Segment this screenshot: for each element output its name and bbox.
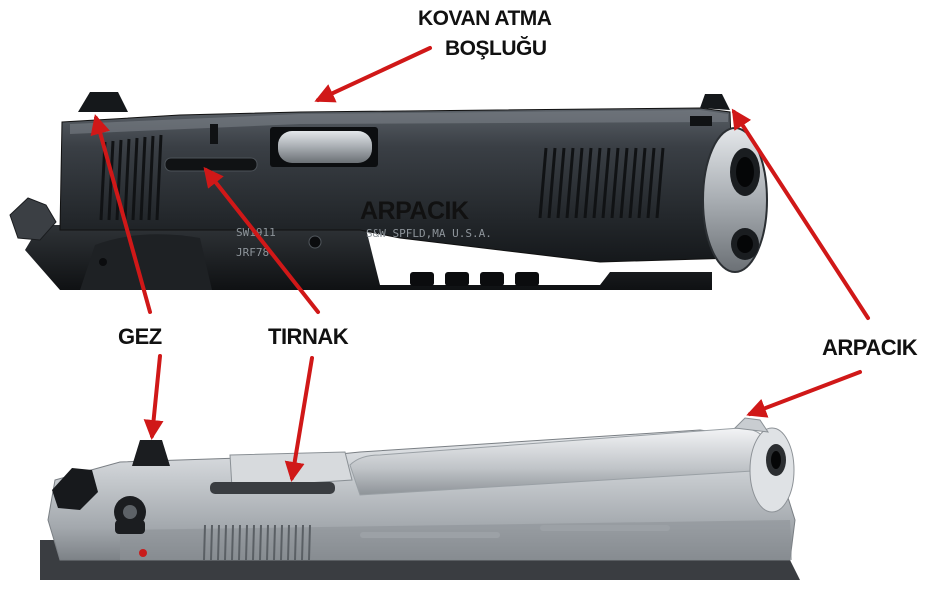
label-gez: GEZ [118, 324, 162, 349]
top-pistol-front-sight [700, 94, 730, 110]
top-pistol-grip [80, 234, 212, 290]
label-tirnak: TIRNAK [268, 324, 349, 349]
callout-arrows [90, 46, 870, 482]
bottom-pistol-front-sight [733, 417, 770, 433]
bottom-pistol-hammer [52, 468, 98, 510]
top-pistol-engraving-serial: JRF78 [236, 246, 269, 259]
bottom-pistol-rear-sight [132, 440, 170, 466]
arrow-tirnak-top [203, 166, 320, 314]
arrow-arpacik-top [731, 108, 870, 320]
label-arpacik-on-slide: ARPACIK [360, 197, 469, 225]
arrow-gez-bottom [143, 354, 164, 440]
arrow-arpacik-bottom [746, 370, 862, 418]
top-pistol-hammer [9, 197, 57, 241]
label-ejection-port-line1: KOVAN ATMA [418, 7, 552, 30]
top-pistol-engraving-maker: S&W SPFLD,MA U.S.A. [366, 227, 492, 240]
arrow-ejection-port [314, 46, 432, 103]
label-arpacik-right: ARPACIK [822, 335, 918, 360]
arrow-gez-top [90, 114, 152, 314]
bottom-pistol-photo [40, 417, 800, 580]
label-ejection-port-line2: BOŞLUĞU [445, 36, 547, 60]
bottom-pistol-serrations [203, 524, 311, 561]
top-pistol-rear-sight [78, 92, 128, 112]
bottom-pistol-notch [210, 482, 335, 494]
arrow-tirnak-bottom [284, 356, 314, 482]
top-pistol-photo: S&W SPFLD,MA U.S.A. SW1911 JRF78 [9, 92, 768, 290]
top-pistol-front-serrations [538, 147, 665, 219]
top-pistol-notch [164, 157, 258, 172]
